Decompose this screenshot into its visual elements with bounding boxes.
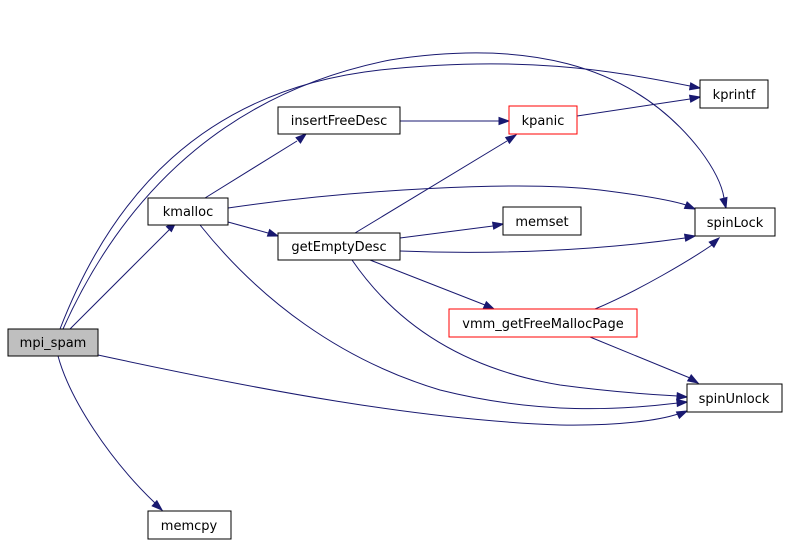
node-label-kprintf: kprintf (713, 88, 756, 103)
edge-mpi_spam-to-kprintf (59, 63, 702, 330)
edge-line (62, 52, 725, 330)
edge-mpi_spam-to-memcpy (57, 355, 164, 512)
edge-line (59, 63, 691, 330)
edge-line (399, 225, 494, 239)
arrowhead-icon (676, 391, 689, 401)
edge-line (576, 98, 691, 117)
edge-vmm_getFreeMallocPage-to-spinUnlock (589, 336, 700, 384)
arrowhead-icon (498, 116, 511, 126)
node-label-kpanic: kpanic (522, 114, 565, 129)
arrowhead-icon (683, 201, 697, 210)
node-label-vmm_getFreeMallocPage: vmm_getFreeMallocPage (462, 317, 623, 332)
arrowhead-icon (675, 410, 689, 420)
edge-line (354, 140, 508, 234)
edge-getEmptyDesc-to-vmm_getFreeMallocPage (369, 259, 496, 310)
node-label-memset: memset (515, 215, 568, 230)
arrowhead-icon (688, 82, 702, 91)
node-memcpy[interactable]: memcpy (147, 510, 232, 540)
arrowhead-icon (708, 236, 721, 249)
arrowhead-icon (683, 233, 697, 242)
edge-line (351, 259, 679, 397)
node-label-kmalloc: kmalloc (163, 205, 213, 220)
edge-line (399, 237, 686, 253)
edge-line (369, 259, 486, 306)
arrowhead-icon (686, 373, 700, 384)
edge-kmalloc-to-getEmptyDesc (227, 221, 280, 237)
edge-line (589, 336, 691, 379)
node-label-getEmptyDesc: getEmptyDesc (291, 240, 386, 255)
node-kpanic[interactable]: kpanic (508, 105, 578, 135)
node-memset[interactable]: memset (502, 206, 582, 236)
edge-line (199, 224, 679, 410)
node-label-insertFreeDesc: insertFreeDesc (291, 114, 388, 129)
edge-line (97, 354, 679, 426)
edge-vmm_getFreeMallocPage-to-spinLock (594, 236, 721, 310)
edge-getEmptyDesc-to-memset (399, 221, 505, 239)
edge-mpi_spam-to-spinUnlock (97, 354, 689, 426)
node-label-spinLock: spinLock (707, 216, 764, 231)
edge-line (204, 140, 298, 199)
edge-line (227, 185, 687, 209)
arrowhead-icon (719, 196, 728, 210)
node-spinLock[interactable]: spinLock (694, 207, 776, 237)
node-kmalloc[interactable]: kmalloc (147, 197, 229, 226)
edge-line (594, 244, 713, 310)
node-label-spinUnlock: spinUnlock (699, 392, 770, 407)
edge-kmalloc-to-spinLock (227, 185, 697, 210)
arrowhead-icon (482, 300, 496, 310)
node-label-mpi_spam: mpi_spam (20, 336, 87, 351)
edge-kmalloc-to-spinUnlock (199, 224, 689, 410)
edge-line (227, 221, 269, 234)
arrowhead-icon (151, 499, 164, 512)
arrowhead-icon (266, 228, 280, 237)
arrowhead-icon (688, 94, 702, 103)
edge-kpanic-to-kprintf (576, 94, 702, 117)
edge-kmalloc-to-insertFreeDesc (204, 133, 308, 199)
arrowhead-icon (491, 221, 505, 230)
edge-mpi_spam-to-kmalloc (69, 220, 178, 330)
arrowhead-icon (295, 133, 308, 144)
call-graph-nodes: mpi_spam kmalloc insertFreeDesc getEmpty… (7, 79, 783, 540)
node-kprintf[interactable]: kprintf (699, 79, 769, 109)
node-spinUnlock[interactable]: spinUnlock (686, 383, 783, 413)
arrowhead-icon (676, 398, 689, 408)
arrowhead-icon (504, 134, 518, 145)
node-insertFreeDesc[interactable]: insertFreeDesc (277, 106, 401, 135)
edge-getEmptyDesc-to-spinUnlock (351, 259, 689, 401)
node-label-memcpy: memcpy (161, 519, 218, 534)
call-graph-edges (57, 52, 728, 512)
node-getEmptyDesc[interactable]: getEmptyDesc (277, 232, 401, 261)
edge-mpi_spam-to-spinLock (62, 52, 728, 330)
node-mpi_spam[interactable]: mpi_spam (7, 328, 99, 357)
edge-insertFreeDesc-to-kpanic (400, 116, 511, 126)
edge-line (69, 228, 171, 330)
node-vmm_getFreeMallocPage[interactable]: vmm_getFreeMallocPage (448, 308, 638, 338)
edge-getEmptyDesc-to-kpanic (354, 134, 518, 234)
edge-getEmptyDesc-to-spinLock (399, 233, 697, 253)
edge-line (57, 355, 156, 504)
